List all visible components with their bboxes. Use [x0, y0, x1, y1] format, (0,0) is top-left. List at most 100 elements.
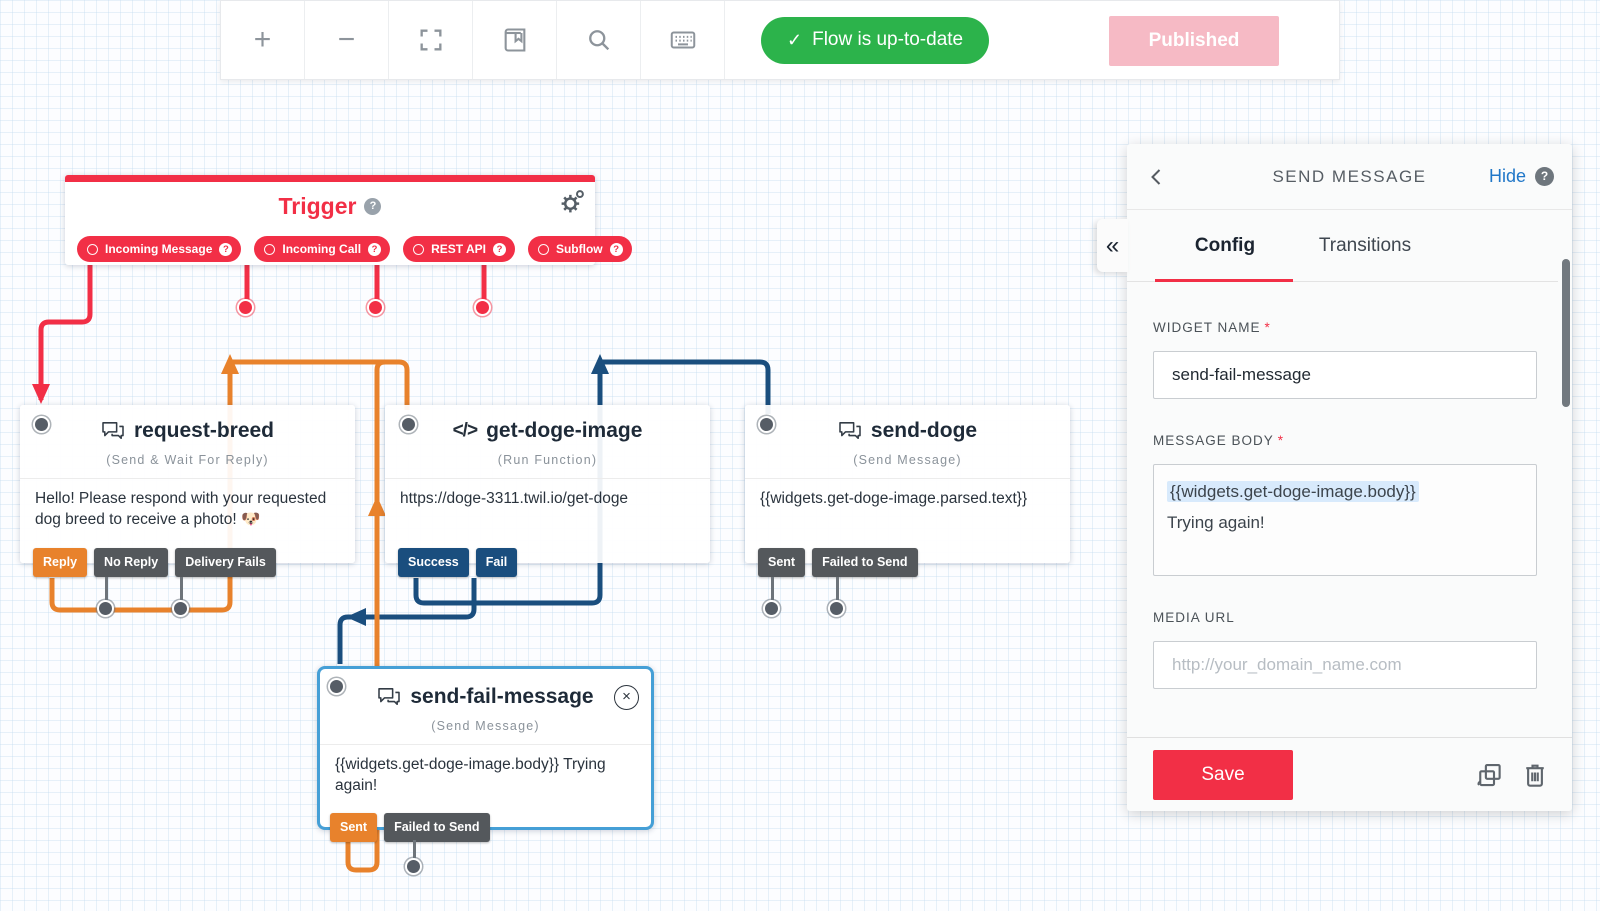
fit-view-button[interactable] — [389, 1, 473, 79]
trigger-settings-gear-icon[interactable] — [558, 189, 585, 216]
divider — [385, 478, 710, 479]
divider — [745, 478, 1070, 479]
widget-name-input[interactable] — [1153, 351, 1537, 399]
duplicate-widget-icon[interactable] — [1474, 760, 1504, 790]
widget-title: get-doge-image — [486, 419, 643, 442]
widget-send-fail-message[interactable]: send-fail-message × (Send Message) {{wid… — [317, 666, 654, 842]
media-url-input[interactable] — [1153, 641, 1537, 689]
transition-tag-no-reply[interactable]: No Reply — [94, 548, 169, 577]
widget-body-text: {{widgets.get-doge-image.body}} Trying a… — [335, 756, 606, 794]
widget-type: (Send & Wait For Reply) — [106, 453, 269, 467]
trigger-port-subflow[interactable] — [473, 298, 491, 316]
widget-title: send-fail-message — [410, 685, 594, 708]
pill-help-icon[interactable]: ? — [492, 242, 506, 256]
delete-widget-icon[interactable] — [1520, 760, 1550, 790]
tab-transitions[interactable]: Transitions — [1318, 235, 1412, 256]
trigger-pill-incoming-call[interactable]: Incoming Call ? — [254, 236, 391, 262]
trigger-help-icon[interactable]: ? — [364, 198, 382, 215]
widget-body-text: https://doge-3311.twil.io/get-doge — [400, 490, 629, 507]
widget-type: (Send Message) — [431, 719, 540, 733]
back-chevron-icon[interactable] — [1145, 165, 1169, 189]
transition-tag-success[interactable]: Success — [398, 548, 469, 577]
divider — [20, 478, 355, 479]
connector-stub — [771, 577, 774, 610]
hide-panel-link[interactable]: Hide — [1488, 166, 1526, 186]
flow-status-badge: ✓ Flow is up-to-date — [761, 16, 990, 64]
send-message-icon — [378, 688, 401, 706]
search-icon — [588, 30, 609, 51]
required-asterisk: * — [1264, 320, 1271, 335]
transition-tag-reply[interactable]: Reply — [33, 548, 88, 577]
entry-port-get-doge-image[interactable] — [399, 415, 417, 433]
pill-help-icon[interactable]: ? — [368, 242, 382, 256]
widget-title: send-doge — [870, 419, 978, 442]
widget-type: (Send Message) — [853, 453, 962, 467]
flow-status-label: Flow is up-to-date — [812, 29, 964, 50]
trigger-pill-rest-api[interactable]: REST API ? — [403, 236, 515, 262]
trigger-pill-subflow[interactable]: Subflow ? — [527, 236, 632, 262]
entry-port-send-doge[interactable] — [757, 415, 775, 433]
trigger-widget[interactable]: Trigger ? Incoming Message ? Incoming Ca… — [65, 175, 632, 265]
zoom-in-button[interactable]: + — [221, 1, 305, 79]
widget-title: request-breed — [133, 419, 275, 442]
required-asterisk: * — [1277, 433, 1285, 448]
connector-ring-icon — [264, 243, 276, 255]
library-button[interactable] — [473, 1, 557, 79]
transition-tag-delivery-fails[interactable]: Delivery Fails — [175, 548, 276, 577]
deselect-close-icon[interactable]: × — [614, 685, 639, 710]
trigger-pill-incoming-message[interactable]: Incoming Message ? — [77, 236, 242, 262]
media-url-label: MEDIA URL — [1153, 610, 1235, 625]
tab-config[interactable]: Config — [1194, 235, 1256, 256]
trigger-port-rest-api[interactable] — [366, 298, 384, 316]
panel-scrollbar-thumb[interactable] — [1562, 259, 1570, 407]
connector-ring-icon — [413, 243, 425, 255]
connector-stub — [413, 840, 416, 868]
entry-port-request-breed[interactable] — [32, 415, 50, 433]
collapse-panel-button[interactable]: « — [1097, 219, 1128, 272]
connector-stub — [105, 577, 108, 610]
transition-tag-failed-to-send[interactable]: Failed to Send — [812, 548, 918, 577]
check-icon: ✓ — [787, 29, 803, 50]
shortcuts-button[interactable] — [641, 1, 725, 79]
message-body-text: Trying again! — [1167, 513, 1265, 533]
trigger-title: Trigger — [278, 193, 357, 219]
run-function-icon: </> — [452, 420, 479, 441]
divider — [320, 744, 651, 745]
send-wait-reply-icon — [102, 422, 124, 440]
output-port-failed-to-send[interactable] — [827, 599, 845, 617]
search-button[interactable] — [557, 1, 641, 79]
widget-body-text: Hello! Please respond with your requeste… — [35, 490, 327, 528]
transition-tag-failed-to-send[interactable]: Failed to Send — [384, 813, 490, 842]
canvas-toolbar: + − ✓ Flow is up-to-date Published — [220, 0, 1340, 80]
connector-stub — [180, 577, 183, 610]
pill-help-icon[interactable]: ? — [219, 242, 233, 256]
trigger-port-incoming-call[interactable] — [236, 298, 254, 316]
panel-help-icon[interactable]: ? — [1535, 167, 1554, 186]
fit-screen-icon — [420, 29, 441, 51]
widget-name-label: WIDGET NAME* — [1153, 320, 1271, 335]
send-message-icon — [839, 422, 861, 440]
liquid-variable-token: {{widgets.get-doge-image.body}} — [1167, 481, 1419, 502]
publish-button[interactable]: Published — [1109, 16, 1279, 66]
transition-tag-sent[interactable]: Sent — [758, 548, 806, 577]
output-port-delivery-fails[interactable] — [171, 599, 189, 617]
widget-get-doge-image[interactable]: </> get-doge-image (Run Function) https:… — [385, 405, 710, 577]
message-body-input[interactable]: {{widgets.get-doge-image.body}} Trying a… — [1153, 464, 1537, 576]
pill-help-icon[interactable]: ? — [609, 242, 623, 256]
panel-title: SEND MESSAGE — [1272, 166, 1427, 186]
widget-request-breed[interactable]: request-breed (Send & Wait For Reply) He… — [20, 405, 355, 577]
output-port-failed-to-send[interactable] — [404, 857, 422, 875]
book-icon — [504, 28, 525, 52]
inspector-panel: SEND MESSAGE Hide ? Config Transitions W… — [1127, 144, 1572, 811]
save-button[interactable]: Save — [1153, 749, 1293, 800]
output-port-sent[interactable] — [762, 599, 780, 617]
transition-tag-fail[interactable]: Fail — [475, 548, 518, 577]
active-tab-underline — [1155, 279, 1293, 282]
widget-send-doge[interactable]: send-doge (Send Message) {{widgets.get-d… — [745, 405, 1070, 577]
keyboard-icon — [670, 31, 695, 49]
output-port-no-reply[interactable] — [96, 599, 114, 617]
zoom-out-button[interactable]: − — [305, 1, 389, 79]
transition-tag-sent[interactable]: Sent — [330, 813, 378, 842]
entry-port-send-fail-message[interactable] — [327, 677, 345, 695]
